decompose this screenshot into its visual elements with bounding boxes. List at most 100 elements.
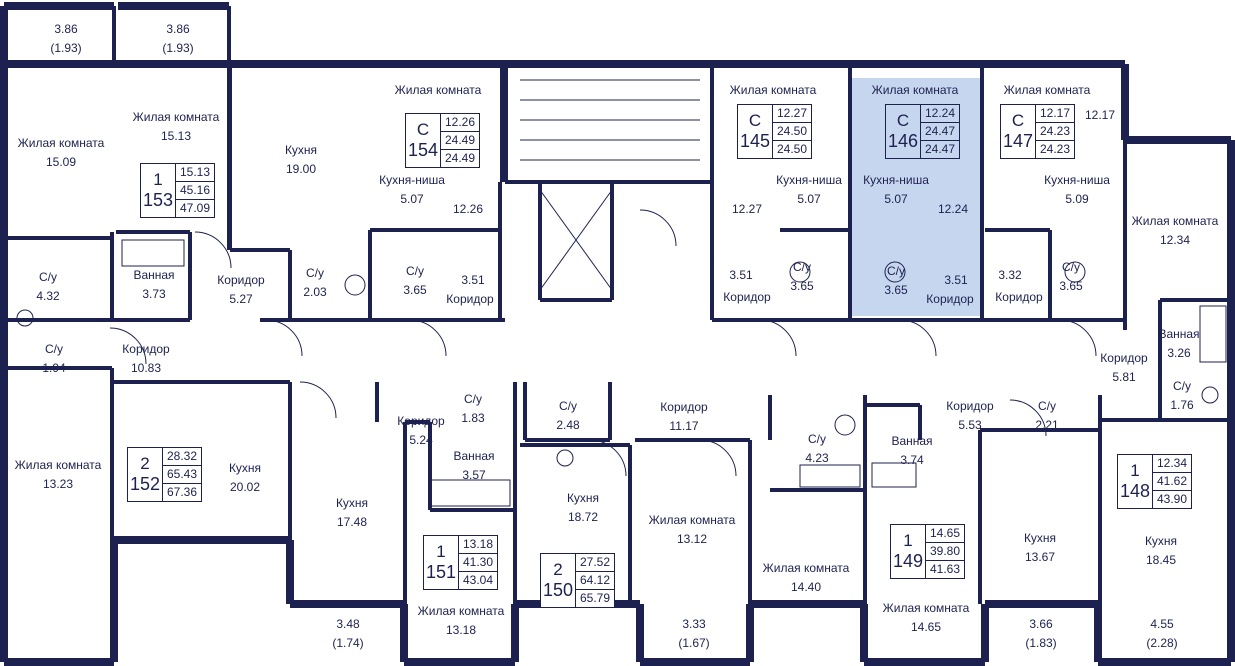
- apartment-total: 45.16: [176, 182, 215, 200]
- room-name: Кухня: [1144, 534, 1178, 548]
- room-area: 3.65: [403, 283, 427, 297]
- room-label: Коридор: [446, 290, 493, 309]
- room-name: Жилая комната: [762, 561, 850, 575]
- room-area: 3.65: [884, 283, 908, 297]
- room-name: Ванная: [891, 434, 933, 448]
- room-area: 5.09: [1065, 192, 1089, 206]
- room-area: 15.09: [45, 155, 77, 169]
- room-name: Жилая комната: [14, 458, 102, 472]
- apartment-living: 28.32: [163, 448, 202, 466]
- room-label: Жилая комната: [1004, 81, 1091, 100]
- room-name: Жилая комната: [394, 83, 482, 97]
- apartment-number: 151: [425, 562, 457, 582]
- balconie-area: 3.33: [682, 617, 706, 631]
- room-label: Коридор: [723, 288, 770, 307]
- apartment-total-with-balcony: 24.50: [777, 142, 808, 156]
- apartment-rooms: С: [1011, 111, 1025, 130]
- room-name: Кухня-ниша: [863, 173, 929, 187]
- apartment-total-with-balcony: 24.47: [925, 142, 956, 156]
- room-label: Жилая комната: [872, 81, 959, 100]
- apartment-total-with-balcony: 65.79: [580, 591, 611, 605]
- room-name: Коридор: [946, 399, 994, 413]
- room-area: 4.32: [36, 289, 60, 303]
- apartment-number: 152: [129, 474, 161, 494]
- apartment-living: 12.17: [1036, 105, 1075, 123]
- room-name: С/у: [1172, 379, 1191, 393]
- room-area: 2.48: [556, 418, 580, 432]
- room-name: С/у: [463, 392, 482, 406]
- room-name: Ванная: [453, 449, 495, 463]
- room-name: С/у: [1061, 260, 1080, 274]
- room-name: С/у: [886, 264, 905, 278]
- room-name: С/у: [44, 342, 63, 356]
- room-area: 13.18: [445, 623, 477, 637]
- room-name: Жилая комната: [1131, 214, 1219, 228]
- balconie-reduced: (1.67): [678, 636, 710, 650]
- balcony-label: 3.66(1.83): [1025, 615, 1056, 653]
- apartment-number: 148: [1119, 481, 1151, 501]
- balcony-label: 4.55(2.28): [1146, 615, 1177, 653]
- room-label: 3.51: [729, 266, 752, 285]
- apartment-total: 65.43: [163, 466, 202, 484]
- apartment-rooms: 1: [436, 542, 446, 561]
- room-area: 3.65: [790, 279, 814, 293]
- apartment-number: 145: [739, 131, 771, 151]
- room-label: Кухня-ниша 5.07: [863, 171, 929, 209]
- room-area: 2.21: [1035, 418, 1059, 432]
- room-label: 12.17: [1085, 106, 1115, 125]
- balconie-reduced: (1.93): [162, 41, 194, 55]
- room-area: 12.24: [937, 202, 969, 216]
- room-area: 5.07: [884, 192, 908, 206]
- balcony-label: 3.48(1.74): [332, 615, 363, 653]
- apartment-number: 154: [407, 140, 439, 160]
- apartment-rooms: С: [896, 111, 910, 130]
- room-area: 13.12: [676, 532, 708, 546]
- apartment-total-with-balcony: 43.90: [1157, 492, 1188, 506]
- room-area: 12.26: [452, 202, 484, 216]
- room-area: 3.32: [998, 268, 1022, 282]
- room-area: 3.51: [944, 273, 968, 287]
- room-area: 4.23: [805, 451, 829, 465]
- room-name: Коридор: [446, 292, 494, 306]
- apartment-living: 14.65: [926, 525, 965, 543]
- room-label: Жилая комната 15.09: [18, 134, 105, 172]
- room-name: С/у: [305, 266, 324, 280]
- room-label: Жилая комната: [395, 81, 482, 100]
- room-area: 5.07: [400, 192, 424, 206]
- apartment-living: 27.52: [576, 554, 615, 572]
- room-name: Кухня: [284, 143, 318, 157]
- room-area: 1.76: [1170, 398, 1194, 412]
- room-name: Жилая комната: [871, 83, 959, 97]
- apartment-rooms: 2: [140, 454, 150, 473]
- room-label: Коридор: [995, 288, 1042, 307]
- room-name: Жилая комната: [17, 136, 105, 150]
- apartment-number: 147: [1002, 131, 1034, 151]
- room-name: Коридор: [723, 290, 771, 304]
- room-area: 3.57: [462, 468, 486, 482]
- room-area: 13.67: [1024, 550, 1056, 564]
- balconie-area: 3.86: [166, 22, 190, 36]
- room-name: Ванная: [1158, 327, 1200, 341]
